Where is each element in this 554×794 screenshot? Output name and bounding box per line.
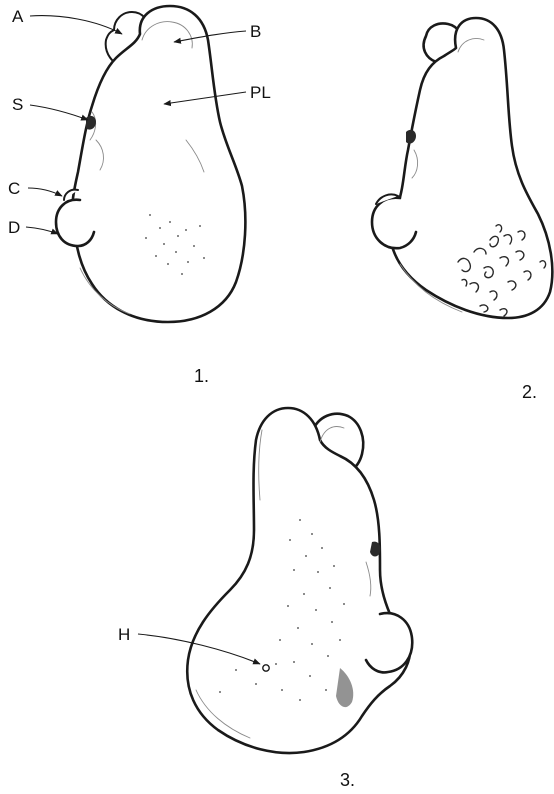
specimen-3-body	[187, 408, 412, 753]
hole-H	[263, 665, 269, 671]
leader-A	[30, 16, 122, 34]
figure-2-number: 2.	[522, 382, 537, 402]
label-H: H	[118, 625, 130, 644]
figure-3: H 3.	[118, 408, 412, 790]
figure-1-number: 1.	[194, 366, 209, 386]
specimen-2-body	[372, 18, 552, 318]
label-D: D	[8, 218, 20, 237]
leader-C	[28, 188, 62, 196]
label-PL: PL	[250, 83, 271, 102]
figure-1: A B PL S C D 1.	[8, 6, 271, 386]
label-S: S	[12, 95, 23, 114]
leader-S	[30, 105, 88, 120]
figure-3-number: 3.	[340, 770, 355, 790]
label-B: B	[250, 22, 261, 41]
leader-D	[26, 227, 58, 234]
figure-2: 2.	[372, 18, 552, 402]
label-C: C	[8, 179, 20, 198]
label-A: A	[12, 7, 24, 26]
specimen-1-body	[56, 6, 245, 322]
